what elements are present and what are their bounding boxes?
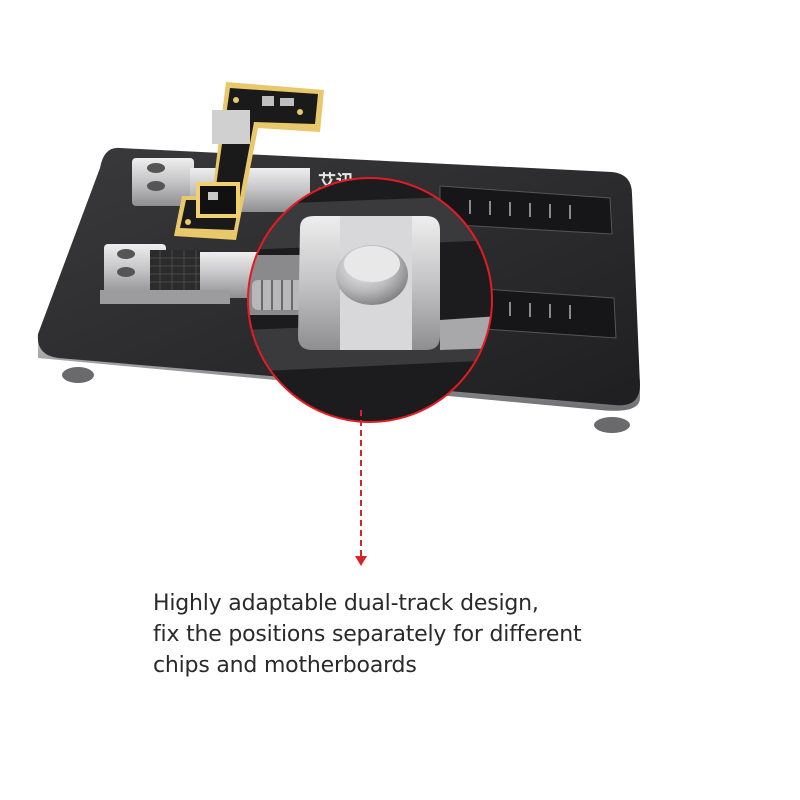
caption-line: Highly adaptable dual-track design, (153, 591, 539, 616)
motherboard (174, 82, 324, 240)
spring-screw (252, 280, 304, 310)
slider-block (298, 216, 440, 350)
caption-line: fix the positions separately for differe… (153, 622, 582, 647)
caption-line: chips and motherboards (153, 653, 417, 678)
arrow-head (355, 556, 367, 566)
plate-foot (62, 367, 94, 383)
zoom-callout (247, 177, 493, 423)
caption: Highly adaptable dual-track design, fix … (153, 588, 753, 681)
callout-ring (247, 177, 493, 423)
plate-foot (594, 417, 630, 433)
